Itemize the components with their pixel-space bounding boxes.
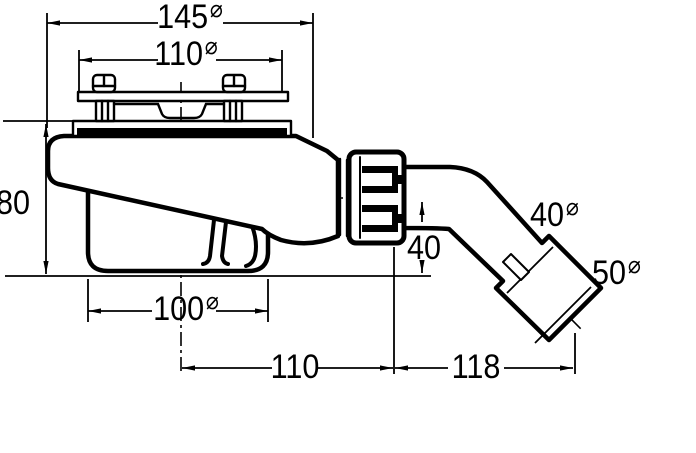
svg-text:118: 118 — [452, 348, 501, 386]
cup-inner-wall — [244, 224, 258, 268]
svg-text:110: 110 — [271, 348, 320, 386]
label-body-height: 80 — [0, 184, 30, 222]
strainer-pan — [112, 102, 226, 120]
svg-text:50⌀: 50⌀ — [592, 251, 641, 291]
label-center-to-nut: 110 — [271, 348, 320, 386]
bolt-left — [91, 73, 117, 94]
locknut-knurling — [362, 166, 405, 232]
clamping-rim — [71, 119, 293, 138]
dip-tube-right — [219, 220, 230, 266]
bolt-boss-left — [94, 99, 116, 123]
dimension-lines — [43, 20, 573, 371]
label-nut-to-outlet-end: 118 — [452, 348, 501, 386]
coupling-latch — [502, 253, 530, 281]
dip-tube-left — [201, 218, 216, 266]
svg-text:80: 80 — [0, 184, 30, 222]
label-flange-od: 145⌀ — [157, 0, 223, 35]
coupling-end-chamfer — [534, 286, 592, 344]
svg-text:145⌀: 145⌀ — [157, 0, 223, 35]
svg-text:100⌀: 100⌀ — [153, 287, 219, 327]
label-outlet-center-height: 40 — [407, 229, 441, 267]
svg-text:40: 40 — [407, 229, 441, 267]
flange-assembly — [76, 73, 290, 123]
svg-text:110⌀: 110⌀ — [154, 32, 218, 72]
trap-cup — [85, 187, 271, 274]
dimension-labels: 145⌀ 110⌀ 80 100⌀ 110 118 40 40⌀ 50⌀ — [0, 0, 641, 385]
bolt-boss-right — [222, 99, 244, 123]
extension-lines — [3, 13, 576, 374]
outlet-collar — [338, 157, 349, 238]
svg-text:40⌀: 40⌀ — [530, 193, 579, 233]
outlet-pipe-outline — [401, 164, 604, 343]
outlet-pipe — [401, 164, 604, 344]
label-cup-od: 100⌀ — [153, 287, 219, 327]
label-coupling-od: 50⌀ — [592, 251, 641, 291]
coupling-socket-line — [506, 246, 554, 294]
locknut — [346, 149, 407, 246]
label-bolt-circle: 110⌀ — [154, 32, 218, 72]
bolt-right — [221, 73, 247, 94]
label-outlet-pipe-od: 40⌀ — [530, 193, 579, 233]
flange-plate — [76, 90, 290, 103]
